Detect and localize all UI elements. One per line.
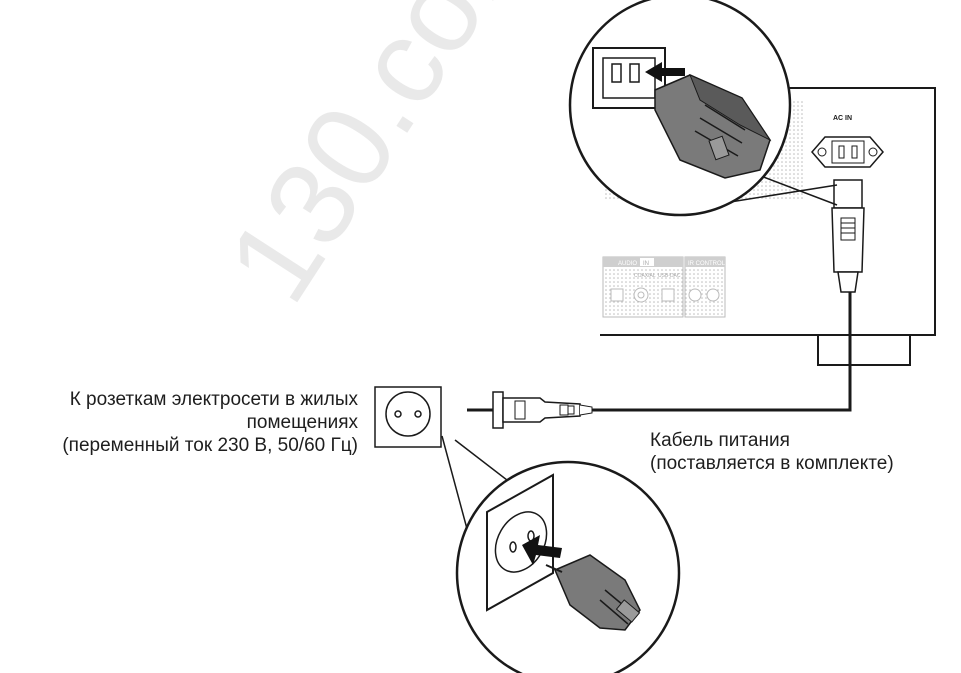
coaxial-label: COAXIAL xyxy=(634,273,656,279)
ac-in-label: AC IN xyxy=(833,115,852,122)
power-cable xyxy=(590,292,852,412)
outlet-zoom-circle xyxy=(455,460,681,673)
outlet-label: К розеткам электросети в жилых помещения… xyxy=(8,388,358,457)
device-foot xyxy=(817,334,911,366)
outlet-label-line3: (переменный ток 230 В, 50/60 Гц) xyxy=(62,435,358,456)
iec-zoom-circle xyxy=(568,0,792,217)
ir-control-label: IR CONTROL xyxy=(688,261,726,267)
cable-label-line1: Кабель питания xyxy=(650,430,790,451)
insert-arrow-icon xyxy=(645,62,685,82)
usb-port xyxy=(661,288,675,302)
outlet-label-line1: К розеткам электросети в жилых xyxy=(69,389,358,410)
in-badge xyxy=(640,258,654,266)
audio-in-label: AUDIO xyxy=(618,261,637,267)
optical-port xyxy=(610,288,624,302)
usb-dac-label: USB-DAC xyxy=(658,273,681,279)
cable-label-line2: (поставляется в комплекте) xyxy=(650,453,894,474)
wall-outlet xyxy=(374,386,442,448)
zoom-callout-lines xyxy=(441,172,838,541)
cable-label: Кабель питания (поставляется в комплекте… xyxy=(650,429,955,475)
iec-plug xyxy=(831,179,865,293)
plug-in-arrow-icon xyxy=(522,535,562,565)
euro-plug xyxy=(467,391,593,429)
in-badge-label: IN xyxy=(643,261,649,267)
outlet-label-line2: помещениях xyxy=(246,412,358,433)
